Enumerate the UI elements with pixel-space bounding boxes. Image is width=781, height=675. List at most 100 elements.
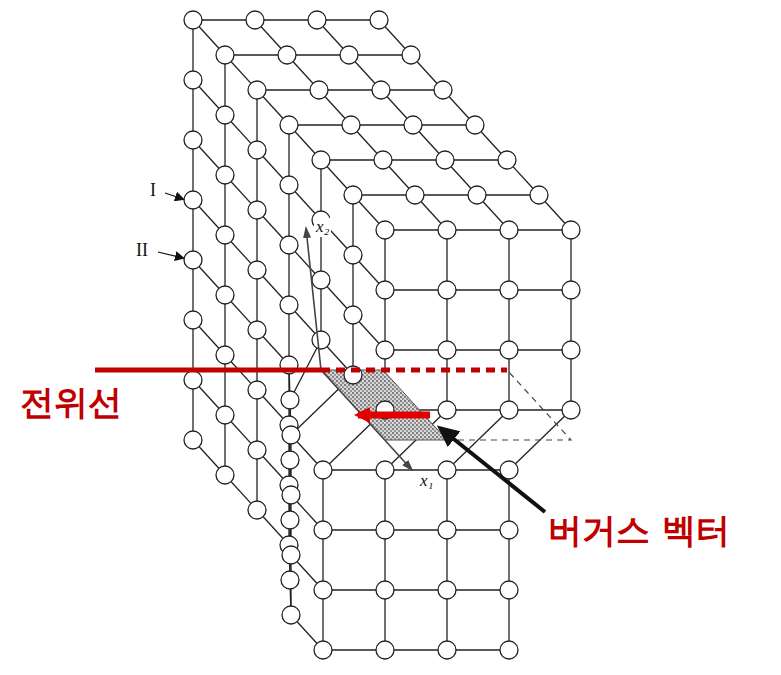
lattice-atom <box>278 46 296 64</box>
lattice-atom <box>314 521 332 539</box>
lattice-atom <box>280 236 298 254</box>
lattice-atom <box>376 221 394 239</box>
lattice-atom <box>438 581 456 599</box>
lattice-atom <box>184 371 202 389</box>
lattice-atom <box>282 606 300 624</box>
lattice-atom <box>340 46 358 64</box>
lattice-atom <box>500 581 518 599</box>
leader-arrow <box>165 193 183 199</box>
lattice-atom <box>248 261 266 279</box>
leader-arrow <box>440 428 545 512</box>
lattice-atom <box>184 71 202 89</box>
lattice-atom <box>344 186 362 204</box>
lattice-atom <box>312 271 330 289</box>
lattice-atom <box>308 11 326 29</box>
lattice-atom <box>500 521 518 539</box>
dashed-plane-edge <box>447 370 571 440</box>
lattice-atom <box>248 81 266 99</box>
lattice-atom <box>500 221 518 239</box>
lattice-atom <box>500 641 518 659</box>
lattice-atom <box>281 571 299 589</box>
lattice-atom <box>216 406 234 424</box>
lattice-atom <box>438 221 456 239</box>
axis-label: x₁ <box>418 472 435 491</box>
lattice-atom <box>376 521 394 539</box>
lattice-atom <box>376 581 394 599</box>
lattice-atom <box>281 511 299 529</box>
lattice-atom <box>406 186 424 204</box>
lattice-atom <box>438 641 456 659</box>
lattice-atom <box>438 281 456 299</box>
lattice-atom <box>344 306 362 324</box>
lattice-atom <box>370 11 388 29</box>
lattice-atom <box>436 151 454 169</box>
lattice-atom <box>184 311 202 329</box>
lattice-atom <box>438 401 456 419</box>
lattice-atom <box>314 461 332 479</box>
plane-label: II <box>136 241 148 261</box>
lattice-atom <box>376 641 394 659</box>
lattice-atom <box>216 106 234 124</box>
lattice-atom <box>438 461 456 479</box>
lattice-atom <box>312 331 330 349</box>
lattice-atom <box>466 116 484 134</box>
lattice-atom <box>246 11 264 29</box>
lattice-atom <box>562 401 580 419</box>
lattice-atom <box>530 186 548 204</box>
lattice-atom <box>376 281 394 299</box>
lattice-atom <box>248 141 266 159</box>
lattice-atom <box>248 441 266 459</box>
lattice-atom <box>280 176 298 194</box>
lattice-atom <box>342 116 360 134</box>
lattice-atom <box>216 226 234 244</box>
dislocation-line <box>95 368 321 373</box>
lattice-atom <box>438 341 456 359</box>
lattice-atom <box>184 131 202 149</box>
lattice-atom <box>314 641 332 659</box>
lattice-atom <box>184 191 202 209</box>
lattice-atom <box>216 46 234 64</box>
lattice-atom <box>282 546 300 564</box>
lattice-atom <box>216 286 234 304</box>
lattice-atom <box>562 341 580 359</box>
lattice-atom <box>434 81 452 99</box>
axis-label: x₂ <box>314 218 331 237</box>
lattice-atom <box>344 246 362 264</box>
lattice-atom <box>562 221 580 239</box>
lattice-atom <box>248 321 266 339</box>
lattice-atom <box>372 81 390 99</box>
x1-axis <box>321 370 412 470</box>
lattice-atom <box>498 151 516 169</box>
lattice-atom <box>500 341 518 359</box>
lattice-atom <box>184 431 202 449</box>
lattice-atoms <box>184 11 580 659</box>
lattice-atom <box>310 81 328 99</box>
lattice-atom <box>248 501 266 519</box>
lattice-atom <box>500 401 518 419</box>
lattice-atom <box>248 381 266 399</box>
lattice-atom <box>216 346 234 364</box>
lattice-atom <box>500 281 518 299</box>
lattice-bonds <box>193 20 571 650</box>
lattice-atom <box>281 391 299 409</box>
lattice-atom <box>374 151 392 169</box>
lattice-atom <box>468 186 486 204</box>
lattice-atom <box>404 116 422 134</box>
burgers-vector-arrow <box>358 412 430 419</box>
lattice-atom <box>562 281 580 299</box>
plane-label: I <box>150 181 156 201</box>
lattice-atom <box>248 201 266 219</box>
lattice-atom <box>282 426 300 444</box>
lattice-atom <box>216 166 234 184</box>
lattice-atom <box>184 251 202 269</box>
lattice-atom <box>280 116 298 134</box>
lattice-atom <box>216 466 234 484</box>
x2-axis <box>306 228 321 370</box>
lattice-atom <box>312 151 330 169</box>
leader-arrow <box>158 252 183 258</box>
lattice-atom <box>376 461 394 479</box>
lattice-atom <box>281 451 299 469</box>
dislocation-line-hidden <box>321 368 507 373</box>
